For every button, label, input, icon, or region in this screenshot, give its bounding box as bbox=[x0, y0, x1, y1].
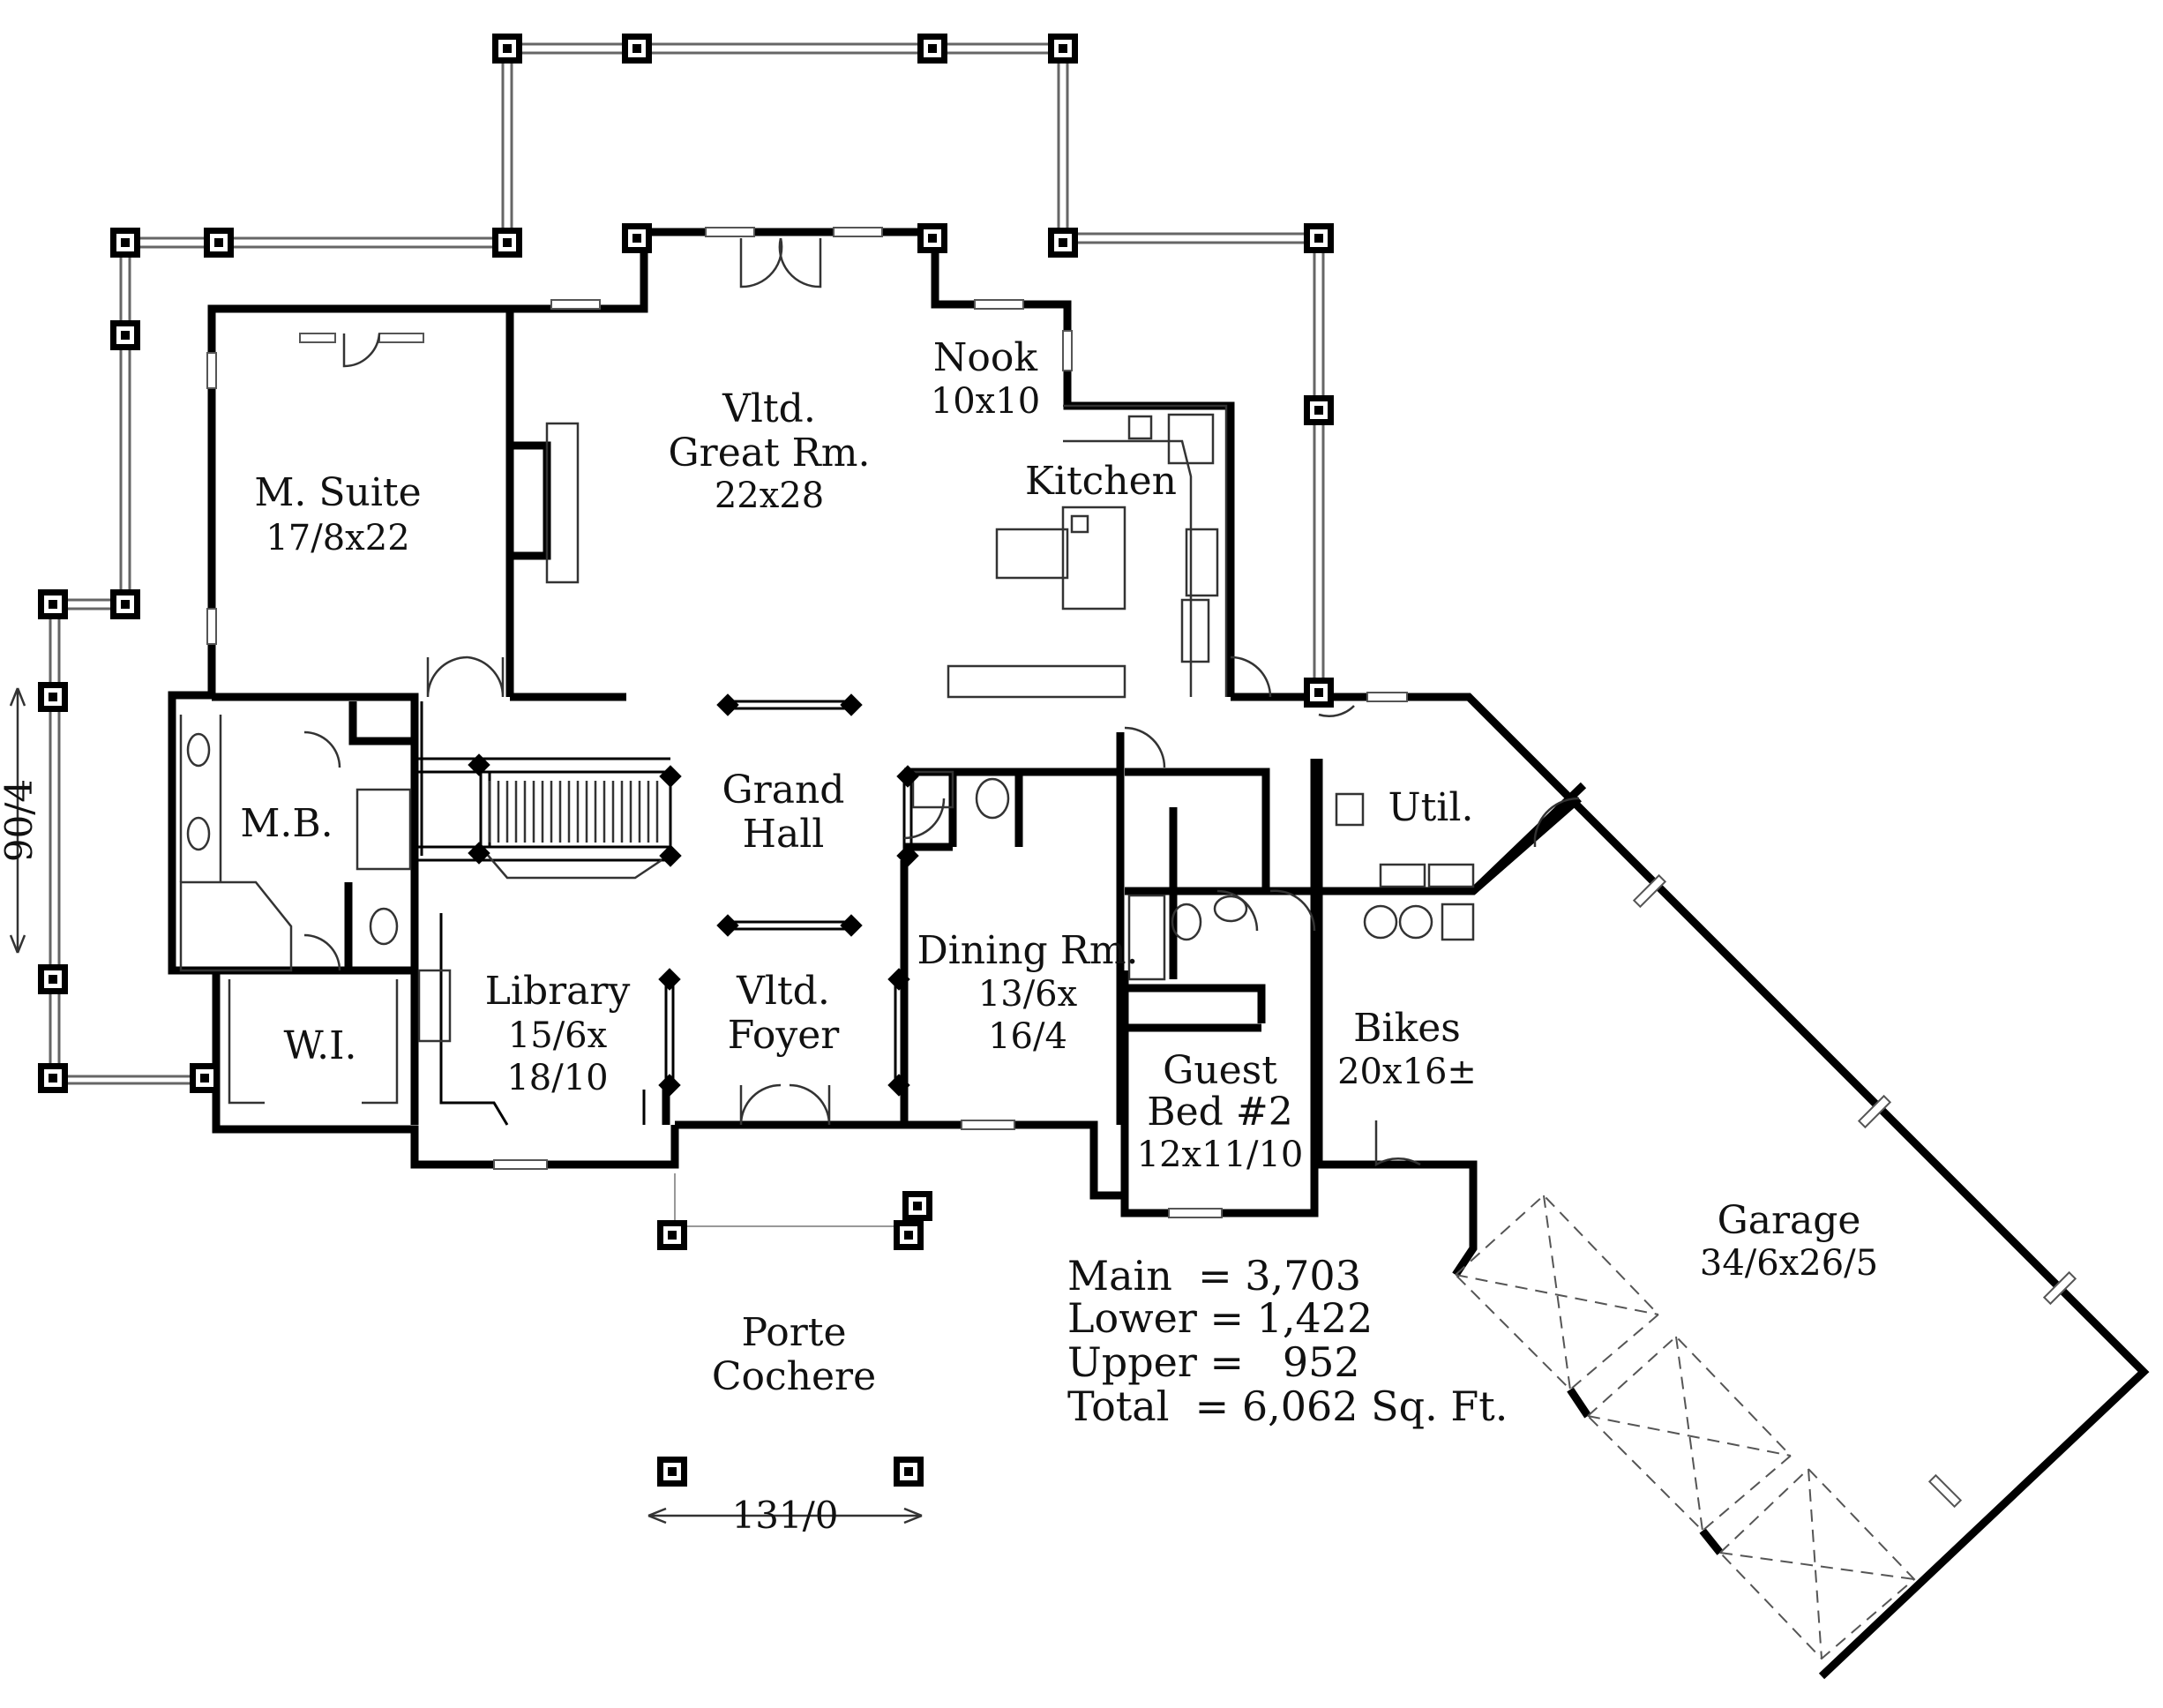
column bbox=[840, 693, 863, 716]
porch-post bbox=[917, 34, 947, 64]
garage-size: 34/6x26/5 bbox=[1700, 1243, 1878, 1284]
porch-post bbox=[38, 682, 68, 712]
column bbox=[468, 842, 490, 865]
porch-post bbox=[110, 320, 140, 350]
grand-hall-name-line2: Hall bbox=[743, 812, 825, 857]
square-footage-block: Main = 3,703 Lower = 1,422 Upper = 952 T… bbox=[1067, 1252, 1508, 1430]
dimension-markers bbox=[9, 687, 923, 1524]
overall-width-label: 131/0 bbox=[731, 1494, 838, 1537]
garage-name: Garage bbox=[1718, 1198, 1861, 1243]
guest-bed-name-line1: Guest bbox=[1163, 1048, 1277, 1093]
column bbox=[659, 765, 682, 788]
dining-name: Dining Rm. bbox=[917, 928, 1138, 973]
sqft-main: Main = 3,703 bbox=[1067, 1252, 1361, 1300]
porch-post bbox=[657, 1220, 687, 1250]
windows bbox=[206, 227, 2077, 1509]
library-size-line2: 18/10 bbox=[506, 1058, 608, 1098]
great-room-name-line1: Vltd. bbox=[722, 386, 816, 431]
foyer-name-line2: Foyer bbox=[728, 1013, 841, 1058]
master-suite-size: 17/8x22 bbox=[266, 518, 409, 558]
dining-size-line1: 13/6x bbox=[978, 974, 1078, 1015]
walk-in-name: W.I. bbox=[284, 1023, 357, 1068]
porch-post bbox=[1048, 228, 1078, 258]
kitchen-name: Kitchen bbox=[1025, 459, 1177, 504]
porch-post bbox=[894, 1457, 924, 1487]
porch-post bbox=[204, 228, 234, 258]
column bbox=[658, 1074, 681, 1097]
porch-railings bbox=[49, 42, 1325, 1227]
porch-post bbox=[917, 223, 947, 253]
garage-doors bbox=[1454, 1194, 1916, 1660]
overall-depth-label: 90/4 bbox=[0, 779, 41, 862]
sqft-total: Total = 6,062 Sq. Ft. bbox=[1067, 1382, 1508, 1430]
porch-post bbox=[1048, 34, 1078, 64]
great-room-size: 22x28 bbox=[715, 476, 824, 516]
sqft-lower: Lower = 1,422 bbox=[1067, 1294, 1373, 1342]
porch-post bbox=[38, 1063, 68, 1093]
porch-post bbox=[110, 589, 140, 619]
porch-post bbox=[38, 589, 68, 619]
master-suite-name: M. Suite bbox=[254, 470, 421, 515]
column bbox=[716, 914, 739, 937]
column bbox=[840, 914, 863, 937]
exterior-walls bbox=[168, 228, 2150, 1680]
porch-post bbox=[657, 1457, 687, 1487]
nook-name: Nook bbox=[933, 335, 1037, 380]
foyer-name-line1: Vltd. bbox=[736, 969, 830, 1014]
library-name: Library bbox=[485, 969, 631, 1014]
column bbox=[468, 753, 490, 776]
porch-post bbox=[190, 1063, 220, 1093]
column bbox=[658, 968, 681, 991]
doors bbox=[303, 237, 1580, 1167]
porte-cochere-name-line2: Cochere bbox=[712, 1354, 876, 1399]
porte-cochere-name-line1: Porte bbox=[741, 1310, 846, 1355]
grand-hall-name-line1: Grand bbox=[722, 768, 845, 813]
porch-post bbox=[622, 223, 652, 253]
utility-name: Util. bbox=[1388, 785, 1474, 830]
dining-size-line2: 16/4 bbox=[988, 1016, 1067, 1057]
porch-post bbox=[894, 1220, 924, 1250]
fixtures bbox=[179, 404, 1475, 1105]
library-size-line1: 15/6x bbox=[508, 1015, 608, 1056]
bikes-name: Bikes bbox=[1353, 1006, 1461, 1051]
porch-post bbox=[1304, 395, 1334, 425]
porch-post bbox=[622, 34, 652, 64]
porch-post bbox=[902, 1191, 932, 1221]
porch-post bbox=[1304, 678, 1334, 708]
room-labels: M. Suite 17/8x22 Vltd. Great Rm. 22x28 N… bbox=[240, 335, 1878, 1399]
porch-post bbox=[492, 34, 522, 64]
porch-post bbox=[1304, 223, 1334, 253]
sqft-upper: Upper = 952 bbox=[1067, 1338, 1360, 1386]
guest-bed-size: 12x11/10 bbox=[1137, 1135, 1304, 1175]
porch-post bbox=[110, 228, 140, 258]
column bbox=[716, 693, 739, 716]
porch-post bbox=[38, 964, 68, 994]
master-bath-name: M.B. bbox=[240, 801, 333, 846]
porch-post bbox=[492, 228, 522, 258]
column bbox=[659, 844, 682, 867]
bikes-size: 20x16± bbox=[1337, 1052, 1477, 1092]
great-room-name-line2: Great Rm. bbox=[669, 431, 871, 476]
nook-size: 10x10 bbox=[931, 381, 1040, 422]
guest-bed-name-line2: Bed #2 bbox=[1147, 1090, 1292, 1135]
